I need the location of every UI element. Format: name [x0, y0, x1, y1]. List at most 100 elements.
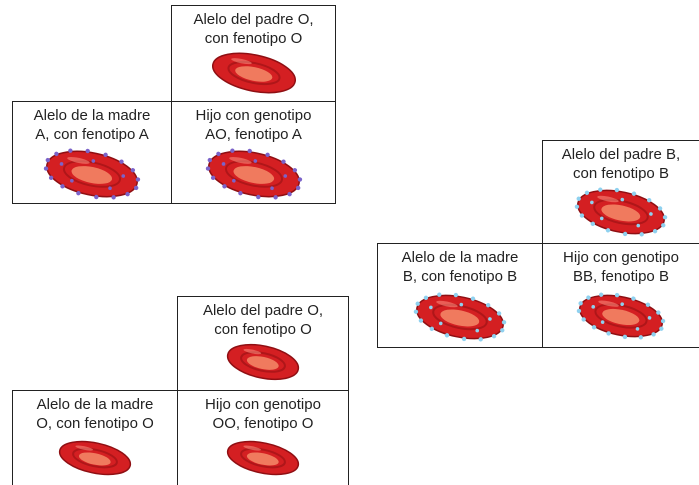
cell-shape: [43, 148, 141, 200]
antigen-b-dot: [639, 232, 644, 237]
antigen-b-dot: [636, 223, 641, 228]
antigen-a-dot: [286, 191, 292, 197]
antigen-b-dot: [635, 327, 640, 331]
antigen-b-dot: [651, 332, 656, 337]
mother-allele-cell: Alelo de la madre O, con fenotipo O: [12, 390, 178, 485]
antigen-b-dot: [485, 302, 491, 308]
antigen-b-dot: [598, 292, 604, 297]
antigen-b-dot: [622, 231, 628, 237]
mother-allele-cell: Alelo de la madre A, con fenotipo A: [12, 101, 172, 204]
antigen-a-dot: [221, 162, 225, 166]
cell-rim: [432, 303, 488, 331]
antigen-b-dot: [501, 320, 507, 325]
cell-shape: [226, 343, 300, 381]
cell-highlight: [243, 445, 262, 451]
antigen-b-dot: [500, 328, 505, 333]
cell-highlight: [597, 195, 619, 203]
father-allele-cell: Alelo del padre O, con fenotipo O: [177, 296, 349, 391]
antigen-b-dot: [591, 305, 596, 309]
antigen-a-dot: [45, 157, 51, 163]
child-genotype-label: Hijo con genotipo AO, fenotipo A: [195, 107, 312, 143]
antigen-a-dot: [76, 190, 81, 196]
father-allele-label: Alelo del padre O, con fenotipo O: [202, 302, 324, 338]
antigen-b-dot: [429, 305, 433, 310]
antigen-a-dot: [91, 159, 96, 163]
antigen-b-dot: [661, 223, 666, 228]
cell-center: [232, 166, 274, 184]
cell-shape: [205, 148, 302, 200]
antigen-b-dot: [620, 197, 625, 202]
antigen-b-dot: [488, 317, 492, 321]
antigen-a-dot: [295, 185, 300, 191]
cell-highlight: [75, 445, 94, 451]
red-blood-cell-icon: [211, 52, 296, 94]
child-genotype-label: Hijo con genotipo OO, fenotipo O: [205, 396, 321, 432]
antigen-a-dot: [108, 186, 112, 191]
cell-rim: [240, 447, 286, 469]
antigen-a-dot: [94, 194, 99, 200]
antigen-b-dot: [491, 333, 497, 339]
antigen-b-dot: [657, 206, 663, 211]
antigen-b-dot: [459, 302, 464, 307]
antigen-b-dot: [591, 325, 597, 330]
cell-center: [246, 452, 279, 466]
antigen-b-dot: [437, 292, 442, 297]
cell-center: [78, 452, 111, 466]
father-allele-cell: Alelo del padre O, con fenotipo O: [171, 5, 336, 102]
red-blood-cell-icon: [226, 440, 300, 476]
cell-center: [440, 309, 480, 327]
mother-allele-label: Alelo de la madre B, con fenotipo B: [401, 249, 519, 285]
antigen-b-dot: [656, 310, 661, 315]
antigen-b-dot: [614, 187, 620, 193]
antigen-b-dot: [496, 311, 502, 316]
antigen-a-dot: [231, 178, 236, 183]
antigen-a-dot: [255, 194, 261, 200]
cell-shape: [226, 440, 300, 476]
antigen-a-dot: [229, 148, 235, 153]
antigen-a-dot: [210, 175, 215, 180]
antigen-b-dot: [599, 216, 604, 221]
antigen-b-dot: [418, 318, 424, 323]
antigen-a-dot: [121, 174, 126, 178]
cell-highlight: [243, 348, 262, 355]
cell-highlight: [67, 156, 90, 164]
cell-center: [234, 66, 272, 82]
antigen-b-dot: [638, 335, 644, 340]
antigen-b-dot: [659, 326, 664, 331]
antigen-b-dot: [576, 196, 581, 201]
antigen-a-dot: [264, 152, 270, 158]
cell-center: [601, 204, 641, 222]
antigen-b-dot: [652, 228, 658, 234]
antigen-b-dot: [470, 296, 476, 301]
antigen-a-dot: [54, 151, 59, 157]
cell-center: [246, 356, 279, 370]
antigen-a-dot: [103, 152, 108, 158]
antigen-b-dot: [586, 295, 591, 300]
child-genotype-cell: Hijo con genotipo OO, fenotipo O: [177, 390, 349, 485]
antigen-a-dot: [292, 168, 297, 173]
red-blood-cell-icon: [58, 440, 132, 476]
antigen-a-dot: [207, 157, 212, 163]
cell-rim: [224, 160, 283, 188]
antigen-a-dot: [221, 184, 227, 189]
cell-center: [71, 166, 113, 184]
antigen-a-dot: [272, 195, 278, 200]
antigen-b-dot: [453, 292, 459, 298]
cell-rim: [72, 447, 118, 469]
antigen-b-dot: [614, 292, 620, 298]
antigen-a-dot: [43, 166, 49, 171]
antigen-a-dot: [130, 168, 136, 173]
antigen-b-dot: [584, 190, 590, 196]
mother-allele-cell: Alelo de la madre B, con fenotipo B: [377, 243, 543, 348]
antigen-a-dot: [48, 175, 54, 180]
antigen-b-dot: [444, 333, 450, 338]
cell-shape: [58, 440, 132, 476]
antigen-b-dot: [645, 302, 651, 307]
antigen-a-dot: [59, 162, 64, 166]
antigen-b-dot: [646, 197, 652, 203]
red-blood-cell-icon: [226, 343, 300, 381]
antigen-b-dot: [415, 301, 420, 306]
antigen-b-dot: [576, 308, 582, 314]
red-blood-cell-icon: [574, 187, 668, 237]
antigen-b-dot: [590, 200, 594, 205]
